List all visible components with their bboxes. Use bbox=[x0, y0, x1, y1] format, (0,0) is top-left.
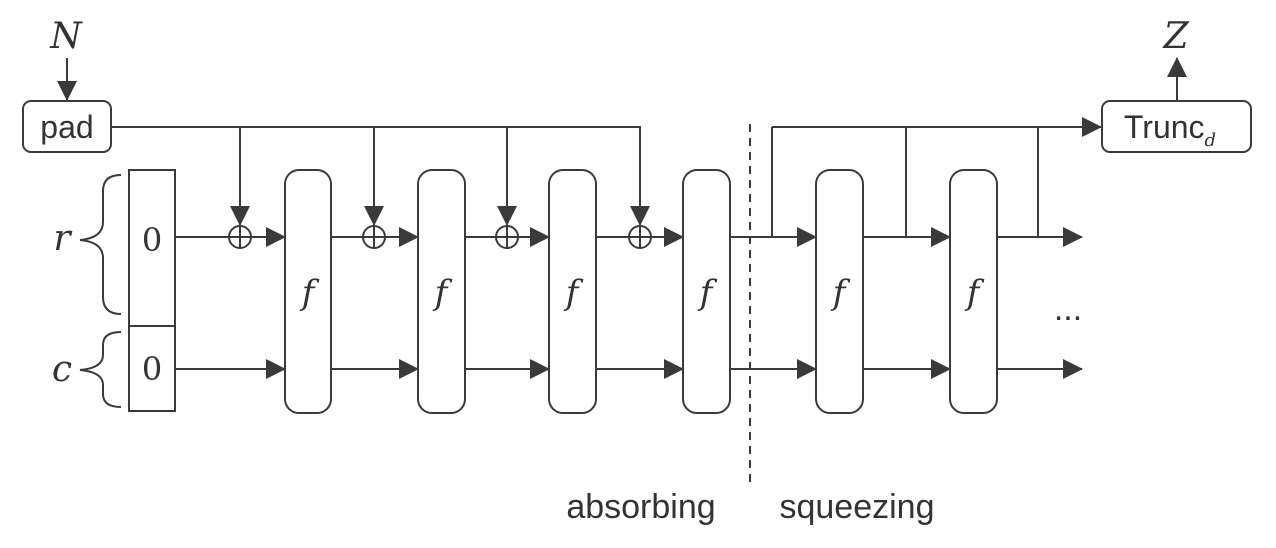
f-label-3: f bbox=[563, 273, 584, 313]
f-label-1: f bbox=[299, 273, 320, 313]
capacity-brace bbox=[79, 331, 122, 408]
capacity-label: c bbox=[52, 349, 72, 390]
input-label: N bbox=[49, 16, 83, 57]
continuation-ellipsis: ... bbox=[1054, 290, 1082, 328]
pad-label: pad bbox=[40, 109, 93, 145]
f-label-2: f bbox=[432, 273, 453, 313]
f-box-3 bbox=[548, 169, 597, 414]
rate-brace bbox=[79, 174, 122, 315]
xor-node-2 bbox=[362, 225, 386, 249]
xor-node-1 bbox=[228, 225, 252, 249]
trunc-subscript: d bbox=[1205, 130, 1217, 151]
xor-node-4 bbox=[628, 225, 652, 249]
f-box-1 bbox=[284, 169, 332, 414]
initial-rate-value: 0 bbox=[142, 221, 162, 259]
f-label-4: f bbox=[697, 273, 718, 313]
f-box-4 bbox=[682, 169, 731, 414]
initial-capacity-value: 0 bbox=[142, 350, 162, 388]
trunc-label: Truncd bbox=[1124, 109, 1216, 151]
f-label-5: f bbox=[830, 273, 851, 313]
f-box-5 bbox=[815, 169, 864, 414]
f-box-2 bbox=[417, 169, 466, 414]
phase-squeezing-label: squeezing bbox=[779, 488, 934, 526]
rate-label: r bbox=[53, 218, 72, 259]
xor-node-3 bbox=[495, 225, 519, 249]
phase-absorbing-label: absorbing bbox=[566, 488, 715, 526]
trunc-main: Trunc bbox=[1124, 109, 1205, 145]
f-label-6: f bbox=[964, 273, 985, 313]
output-label: Z bbox=[1162, 16, 1189, 57]
f-box-6 bbox=[949, 169, 998, 414]
